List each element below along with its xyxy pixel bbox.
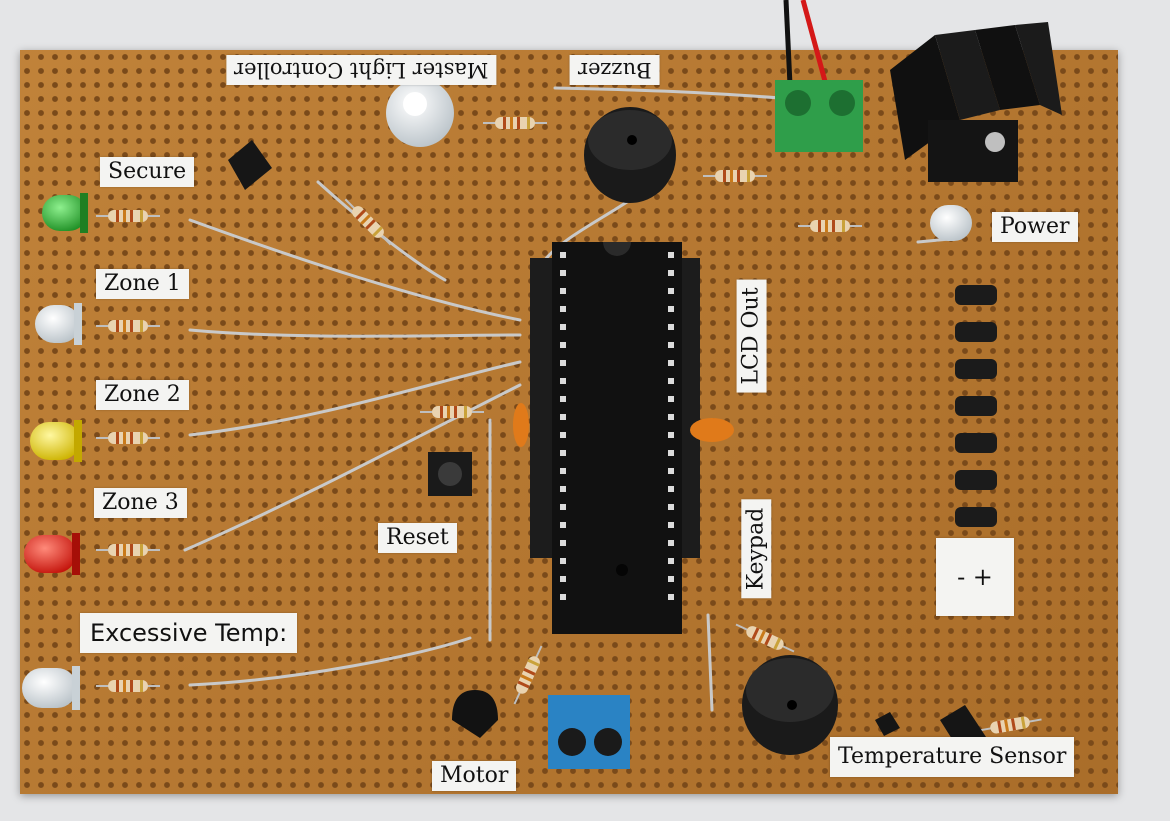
microcontroller-chip-icon — [530, 242, 700, 634]
led-zone1-clear-icon — [35, 303, 82, 345]
reset-button-icon — [428, 452, 472, 496]
excessive-temp-label: Excessive Temp: — [80, 613, 298, 653]
chip-pins — [560, 252, 674, 600]
zone3-label: Zone 3 — [94, 488, 187, 518]
keypad-label: Keypad — [741, 499, 772, 599]
polarity-label: - + — [936, 538, 1014, 616]
lcd-header-pins — [955, 285, 997, 527]
buzzer-top-icon — [584, 107, 676, 203]
terminal-block-blue-icon — [548, 695, 630, 769]
power-label: Power — [992, 212, 1078, 242]
led-zone3-red-icon — [24, 533, 80, 575]
power-led-icon — [930, 205, 972, 241]
buzzer-label: Buzzer — [570, 55, 660, 85]
led-excessive-temp-clear-icon — [22, 666, 80, 710]
temperature-sensor-label: Temperature Sensor — [830, 737, 1075, 777]
terminal-block-green-icon — [775, 0, 863, 152]
buzzer-bottom-icon — [742, 655, 838, 755]
motor-transistor-icon — [452, 690, 498, 738]
voltage-regulator-heatsink-icon — [890, 22, 1062, 182]
master-light-led-icon — [386, 79, 454, 147]
wires — [183, 86, 962, 712]
led-zone2-yellow-icon — [30, 420, 82, 462]
master-light-controller-label: Master Light Controller — [226, 55, 497, 85]
transistor-icon — [228, 140, 272, 190]
led-secure-green-icon — [42, 193, 88, 233]
zone1-label: Zone 1 — [96, 269, 189, 299]
secure-label: Secure — [100, 157, 195, 187]
reset-label: Reset — [378, 523, 457, 553]
zone2-label: Zone 2 — [96, 380, 189, 410]
motor-label: Motor — [432, 761, 517, 791]
capacitor-icon — [513, 403, 734, 447]
lcd-out-label: LCD Out — [736, 279, 767, 393]
